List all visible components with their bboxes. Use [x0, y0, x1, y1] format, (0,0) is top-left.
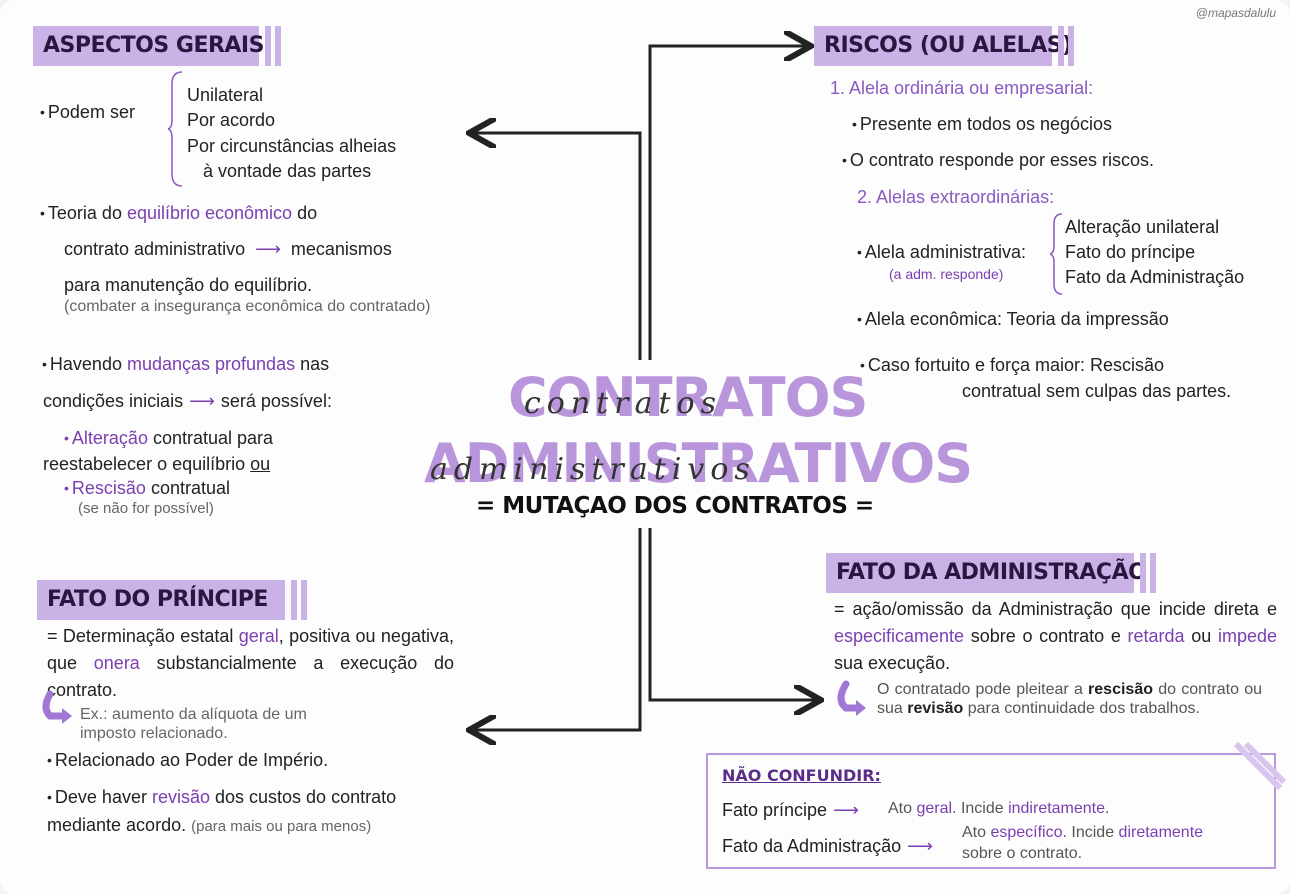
script-administrativos: administrativos — [430, 452, 756, 487]
adm-responde: (a adm. responde) — [889, 266, 1004, 282]
manutencao-equilibrio: para manutenção do equilíbrio. — [64, 275, 313, 295]
rescisao-contratual: Rescisão contratual — [64, 476, 230, 501]
alteracao-contratual: Alteração contratual para — [64, 426, 273, 451]
line-to-aspectos — [472, 133, 642, 360]
option-circunstancias: Por circunstâncias alheias — [187, 136, 397, 156]
line-to-fato-principe — [472, 528, 642, 730]
contratual-sem-culpas: contratual sem culpas das partes. — [962, 381, 1232, 401]
presente-negocios: Presente em todos os negócios — [852, 112, 1112, 137]
contrato-responde: O contrato responde por esses riscos. — [842, 148, 1154, 173]
alela-ordinaria: 1. Alela ordinária ou empresarial: — [830, 78, 1094, 98]
arrow-icon: ⟶ — [189, 391, 215, 411]
header-fato-principe: FATO DO PRÍNCIPE — [37, 580, 307, 620]
line-to-fato-adm — [648, 528, 818, 700]
nao-confundir-title: NÃO CONFUNDIR: — [722, 766, 881, 785]
option-por-acordo: Por acordo — [187, 110, 276, 130]
fato-adm-definicao: = ação/omissão da Administração que inci… — [834, 599, 1277, 673]
title-contratos: CONTRATOS — [508, 366, 868, 429]
deve-haver-revisao: Deve haver revisão dos custos do contrat… — [47, 785, 396, 810]
havendo-mudancas: Havendo mudanças profundas nas — [42, 352, 329, 377]
se-nao-for-possivel: (se não for possível) — [78, 500, 214, 517]
alelas-extraordinarias: 2. Alelas extraordinárias: — [857, 187, 1055, 207]
podem-ser: Podem ser — [40, 100, 135, 125]
row-fato-principe: Fato príncipe⟶ — [722, 800, 859, 820]
subtitle-mutacao: = MUTAÇAO DOS CONTRATOS = — [476, 493, 874, 519]
adm-option-fato-principe: Fato do príncipe — [1065, 242, 1196, 262]
exemplo-aliquota: Ex.: aumento da alíquota de um — [80, 706, 307, 723]
row-fato-adm: Fato da Administração⟶ — [722, 836, 933, 856]
option-unilateral: Unilateral — [187, 85, 264, 105]
header-aspectos-gerais: ASPECTOS GERAIS — [33, 26, 281, 66]
line-to-riscos — [648, 46, 808, 360]
arrow-icon: ⟶ — [255, 239, 281, 259]
reestabelecer-equilibrio: reestabelecer o equilíbrio ou — [43, 454, 271, 474]
fato-principe-definicao: = Determinação estatal geral, positiva o… — [47, 626, 454, 700]
alela-economica: Alela econômica: Teoria da impressão — [857, 307, 1169, 332]
poder-imperio: Relacionado ao Poder de Império. — [47, 748, 328, 773]
alela-administrativa: Alela administrativa: — [857, 240, 1026, 265]
condicoes-iniciais: condições iniciais⟶será possível: — [43, 391, 332, 411]
option-vontade: à vontade das partes — [203, 161, 372, 181]
corner-stripes — [1233, 741, 1286, 791]
arrow-icon: ⟶ — [907, 836, 933, 856]
curved-arrow-icon — [42, 690, 72, 724]
header-fato-administracao: FATO DA ADMINISTRAÇÃO — [826, 553, 1156, 593]
combater-inseguranca: (combater a insegurança econômica do con… — [64, 298, 431, 315]
header-riscos: RISCOS (OU ALELAS) — [814, 26, 1074, 66]
fato-adm-nota: O contratado pode pleitear a rescisão do… — [877, 681, 1262, 717]
row-fato-adm-desc: Ato específico. Incide diretamente — [962, 824, 1204, 841]
arrow-icon: ⟶ — [833, 800, 859, 820]
watermark: @mapasdalulu — [1195, 6, 1276, 20]
mediante-acordo: mediante acordo. (para mais ou para meno… — [47, 815, 372, 835]
contrato-administrativo: contrato administrativo⟶mecanismos — [64, 239, 392, 259]
teoria-equilibrio: Teoria do equilíbrio econômico do — [40, 201, 317, 226]
title-administrativos: ADMINISTRATIVOS — [424, 432, 973, 495]
curved-arrow-icon — [837, 680, 866, 716]
row-fato-principe-desc: Ato geral. Incide indiretamente. — [888, 800, 1110, 817]
script-contratos: contratos — [524, 386, 722, 421]
adm-option-fato-adm: Fato da Administração — [1065, 267, 1245, 287]
nao-confundir-box — [706, 753, 1276, 869]
brace-alela-adm — [1050, 213, 1063, 295]
adm-option-alteracao: Alteração unilateral — [1065, 217, 1220, 237]
caso-fortuito: Caso fortuito e força maior: Rescisão — [860, 353, 1164, 378]
row-fato-adm-desc-2: sobre o contrato. — [962, 845, 1083, 862]
imposto-relacionado: imposto relacionado. — [80, 725, 228, 742]
brace-podem-ser — [168, 71, 183, 187]
